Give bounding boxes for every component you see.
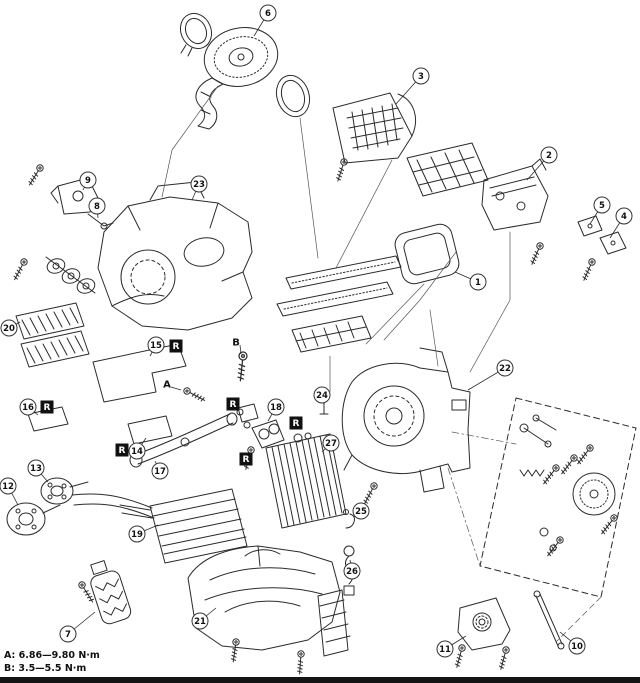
svg-text:2: 2: [546, 151, 552, 161]
svg-text:5: 5: [599, 201, 605, 211]
callout-20: 20: [0, 319, 21, 337]
control-rod-part: [533, 590, 565, 650]
svg-text:4: 4: [621, 212, 627, 222]
callout-21: 21: [191, 607, 217, 630]
torque-letter-a: A: [163, 380, 182, 391]
svg-text:25: 25: [355, 507, 367, 517]
callout-27: 27: [321, 434, 340, 453]
recirculation-r-mark: R: [226, 397, 240, 411]
svg-text:10: 10: [571, 642, 583, 652]
callout-10: 10: [559, 631, 586, 655]
callout-1: 1: [454, 271, 487, 291]
svg-text:16: 16: [22, 403, 34, 413]
callout-25: 25: [352, 502, 370, 520]
svg-text:19: 19: [131, 530, 143, 540]
callout-19: 19: [128, 524, 159, 543]
link-kit-part: [447, 397, 637, 643]
bottom-bar: [0, 677, 640, 683]
inlet-bracket-part: [481, 158, 549, 231]
seal-frame-part: [394, 223, 460, 285]
callout-9: 9: [79, 171, 97, 191]
callout-8: 8: [88, 197, 106, 219]
svg-text:18: 18: [270, 403, 282, 413]
svg-text:12: 12: [2, 482, 14, 492]
callout-17: 17: [151, 460, 169, 480]
svg-text:R: R: [173, 342, 180, 352]
cam-levers-part: [45, 256, 96, 294]
callout-12: 12: [0, 477, 19, 506]
recirculation-r-mark: R: [40, 400, 54, 414]
svg-text:20: 20: [3, 324, 15, 334]
insulator-pad-part: [127, 415, 173, 445]
louvers-part: [276, 255, 402, 353]
servo-actuator-part: [453, 597, 511, 671]
svg-text:21: 21: [194, 617, 206, 627]
assembly-alignment-lines: [161, 85, 511, 393]
torque-note-b: B: 3.5—5.5 N·m: [4, 662, 87, 674]
svg-text:22: 22: [499, 364, 511, 374]
callout-22: 22: [467, 359, 514, 391]
callout-2: 2: [526, 146, 558, 181]
svg-text:A: A: [163, 380, 171, 391]
svg-text:9: 9: [85, 176, 91, 186]
svg-text:3: 3: [418, 72, 424, 82]
blower-fan-part: [203, 27, 279, 87]
callout-6: 6: [253, 4, 277, 37]
shaft-discs-part: [6, 477, 155, 536]
recirculation-r-mark: R: [289, 416, 303, 430]
svg-text:23: 23: [193, 180, 205, 190]
torque-notes: A: 6.86—9.80 N·m B: 3.5—5.5 N·m: [4, 650, 100, 676]
main-hvac-case-part: [341, 347, 471, 493]
clip-part: [343, 509, 355, 529]
callout-3: 3: [395, 67, 430, 105]
torque-letter-b: B: [232, 338, 242, 355]
svg-text:17: 17: [154, 467, 166, 477]
torque-note-a: A: 6.86—9.80 N·m: [4, 650, 100, 661]
svg-text:R: R: [293, 419, 300, 429]
svg-text:14: 14: [131, 447, 143, 457]
svg-text:27: 27: [325, 439, 337, 449]
svg-text:R: R: [119, 446, 126, 456]
svg-text:24: 24: [316, 391, 328, 401]
pipe-bracket-part: [251, 419, 285, 449]
callout-7: 7: [59, 611, 96, 643]
blower-resistor-part: [90, 560, 132, 625]
cabin-filters-part: [15, 302, 90, 368]
callout-24: 24: [313, 386, 331, 404]
callout-11: 11: [436, 635, 467, 658]
callout-5: 5: [589, 196, 611, 225]
svg-text:15: 15: [150, 341, 162, 351]
callout-23: 23: [190, 175, 208, 201]
svg-text:13: 13: [30, 464, 42, 474]
recirculation-r-mark: R: [169, 339, 183, 353]
lower-case-part: [187, 545, 351, 657]
intake-housing-part: [332, 92, 416, 164]
callout-18: 18: [267, 398, 285, 422]
callout-14: 14: [128, 437, 147, 460]
svg-text:R: R: [243, 455, 250, 465]
svg-text:11: 11: [439, 645, 451, 655]
callout-15: 15: [147, 336, 165, 357]
callout-4: 4: [609, 207, 633, 239]
callout-26: 26: [343, 559, 361, 580]
drain-hose-part: [195, 77, 224, 130]
svg-text:R: R: [44, 403, 51, 413]
screen-grid-part: [406, 142, 489, 197]
svg-text:B: B: [232, 338, 240, 349]
callout-16: 16: [19, 398, 39, 416]
recirculation-r-mark: R: [239, 452, 253, 466]
recirculation-r-mark: R: [115, 443, 129, 457]
svg-text:6: 6: [265, 9, 271, 19]
svg-text:8: 8: [94, 202, 100, 212]
svg-text:1: 1: [475, 278, 481, 288]
refrigerant-pipes-part: [129, 403, 259, 468]
callout-13: 13: [27, 459, 49, 483]
svg-text:R: R: [230, 400, 237, 410]
svg-text:7: 7: [65, 630, 71, 640]
heater-core-part: [119, 488, 248, 564]
seal-ring-part: [275, 74, 311, 118]
hose-clamp-part: [179, 12, 213, 57]
svg-text:26: 26: [346, 567, 358, 577]
